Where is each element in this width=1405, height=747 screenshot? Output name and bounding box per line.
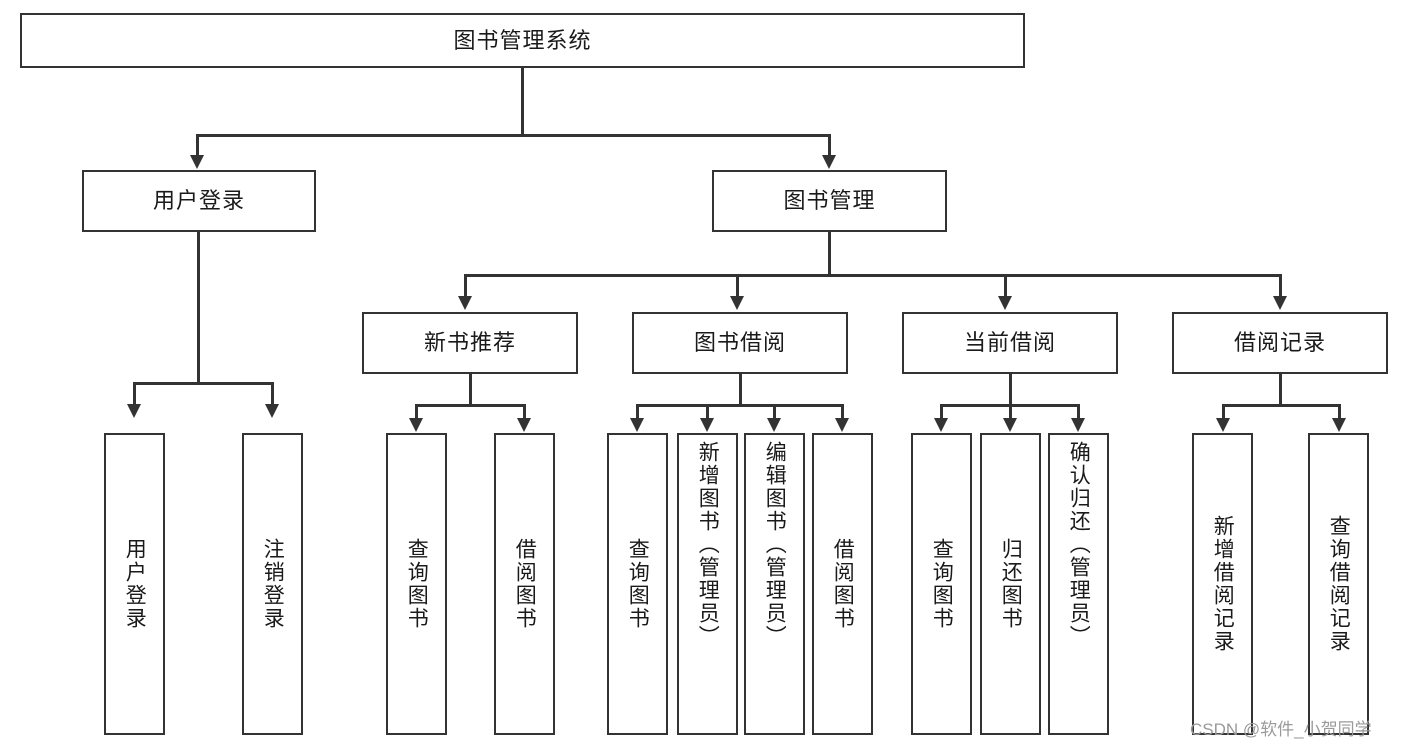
node-book-borrow-label: 图书借阅 (693, 330, 786, 356)
node-root-label: 图书管理系统 (453, 27, 592, 53)
node-leaf-user-login-label: 用户登录 (123, 538, 147, 630)
connector-new-book-to-leaf-1 (415, 404, 418, 422)
node-leaf-borrow-book-2-label: 借阅图书 (831, 538, 855, 630)
node-leaf-edit-book-label: 编辑图书（管理员） (763, 441, 787, 648)
node-leaf-borrow-book-2[interactable]: 借阅图书 (812, 433, 873, 735)
arrow-current-borrow-to-leaf-2 (1003, 418, 1017, 432)
arrow-root-to-book-manage (822, 155, 836, 169)
arrow-book-manage-to-borrow-record (1273, 296, 1287, 310)
node-leaf-confirm-return[interactable]: 确认归还（管理员） (1048, 433, 1109, 735)
node-leaf-confirm-return-label: 确认归还（管理员） (1067, 441, 1091, 648)
arrow-new-book-to-leaf-2 (517, 418, 531, 432)
connector-book-borrow-to-leaf-3 (773, 404, 776, 422)
connector-book-manage-to-current-borrow (1004, 274, 1007, 302)
connector-book-borrow-to-leaf-1 (636, 404, 639, 422)
arrow-root-to-user-login (190, 155, 204, 169)
node-root[interactable]: 图书管理系统 (20, 13, 1025, 68)
connector-current-borrow-to-leaf-3 (1077, 404, 1080, 422)
node-leaf-user-logout[interactable]: 注销登录 (242, 433, 303, 735)
node-user-login[interactable]: 用户登录 (82, 170, 316, 232)
connector-root-stem (521, 68, 524, 136)
connector-current-borrow-to-leaf-1 (940, 404, 943, 422)
node-leaf-query-book-2-label: 查询图书 (626, 538, 650, 630)
arrow-borrow-record-to-leaf-1 (1216, 418, 1230, 432)
connector-new-book-stem (469, 374, 472, 406)
connector-book-manage-to-book-borrow (736, 274, 739, 302)
connector-book-borrow-stem (739, 374, 742, 406)
arrow-current-borrow-to-leaf-3 (1071, 418, 1085, 432)
connector-user-login-stem (197, 232, 200, 384)
node-leaf-query-book-1[interactable]: 查询图书 (386, 433, 447, 735)
arrow-book-borrow-to-leaf-4 (835, 418, 849, 432)
connector-book-manage-to-borrow-record (1279, 274, 1282, 302)
arrow-book-manage-to-new-book (458, 296, 472, 310)
node-leaf-user-logout-label: 注销登录 (261, 538, 285, 630)
connector-root-bus (196, 134, 830, 137)
connector-book-borrow-bus (636, 404, 843, 407)
arrow-book-manage-to-current-borrow (998, 296, 1012, 310)
node-leaf-query-book-2[interactable]: 查询图书 (607, 433, 668, 735)
node-current-borrow[interactable]: 当前借阅 (902, 312, 1118, 374)
connector-book-manage-stem (828, 232, 831, 276)
node-leaf-add-book-label: 新增图书（管理员） (696, 441, 720, 648)
node-current-borrow-label: 当前借阅 (963, 330, 1056, 356)
connector-book-borrow-to-leaf-4 (841, 404, 844, 422)
node-new-book-recommend[interactable]: 新书推荐 (362, 312, 578, 374)
node-leaf-query-book-3-label: 查询图书 (930, 538, 954, 630)
node-borrow-record[interactable]: 借阅记录 (1172, 312, 1388, 374)
node-new-book-recommend-label: 新书推荐 (423, 330, 516, 356)
node-leaf-edit-book[interactable]: 编辑图书（管理员） (744, 433, 805, 735)
node-leaf-query-book-1-label: 查询图书 (405, 538, 429, 630)
connector-new-book-bus (415, 404, 525, 407)
arrow-new-book-to-leaf-1 (409, 418, 423, 432)
connector-user-login-bus (133, 382, 271, 385)
connector-borrow-record-stem (1279, 374, 1282, 406)
connector-book-borrow-to-leaf-2 (706, 404, 709, 422)
connector-root-to-user-login (196, 134, 199, 162)
connector-book-manage-bus (464, 274, 1282, 277)
node-leaf-return-book[interactable]: 归还图书 (980, 433, 1041, 735)
arrow-book-borrow-to-leaf-3 (767, 418, 781, 432)
arrow-book-manage-to-book-borrow (730, 296, 744, 310)
connector-borrow-record-bus (1222, 404, 1340, 407)
node-book-manage[interactable]: 图书管理 (712, 170, 947, 232)
node-leaf-borrow-book-1[interactable]: 借阅图书 (494, 433, 555, 735)
arrow-book-borrow-to-leaf-1 (630, 418, 644, 432)
node-user-login-label: 用户登录 (152, 188, 245, 214)
csdn-watermark: CSDN @软件_小贺同学 (1190, 720, 1372, 739)
connector-book-manage-to-new-book (464, 274, 467, 302)
connector-current-borrow-stem (1009, 374, 1012, 406)
connector-user-login-to-leaf-1 (133, 382, 136, 410)
arrow-borrow-record-to-leaf-2 (1332, 418, 1346, 432)
connector-root-to-book-manage (828, 134, 831, 162)
node-leaf-add-record[interactable]: 新增借阅记录 (1192, 433, 1253, 735)
node-leaf-query-book-3[interactable]: 查询图书 (911, 433, 972, 735)
node-leaf-user-login[interactable]: 用户登录 (104, 433, 165, 735)
arrow-book-borrow-to-leaf-2 (700, 418, 714, 432)
node-book-manage-label: 图书管理 (783, 188, 876, 214)
node-leaf-borrow-book-1-label: 借阅图书 (513, 538, 537, 630)
node-book-borrow[interactable]: 图书借阅 (632, 312, 848, 374)
connector-borrow-record-to-leaf-2 (1338, 404, 1341, 422)
node-leaf-return-book-label: 归还图书 (999, 538, 1023, 630)
node-leaf-add-record-label: 新增借阅记录 (1211, 515, 1235, 653)
node-borrow-record-label: 借阅记录 (1233, 330, 1326, 356)
arrow-user-login-to-leaf-2 (265, 404, 279, 418)
arrow-user-login-to-leaf-1 (127, 404, 141, 418)
node-leaf-query-record-label: 查询借阅记录 (1327, 515, 1351, 653)
node-leaf-query-record[interactable]: 查询借阅记录 (1308, 433, 1369, 735)
connector-user-login-to-leaf-2 (271, 382, 274, 410)
connector-new-book-to-leaf-2 (523, 404, 526, 422)
node-leaf-add-book[interactable]: 新增图书（管理员） (677, 433, 738, 735)
arrow-current-borrow-to-leaf-1 (934, 418, 948, 432)
connector-borrow-record-to-leaf-1 (1222, 404, 1225, 422)
connector-current-borrow-to-leaf-2 (1009, 404, 1012, 422)
